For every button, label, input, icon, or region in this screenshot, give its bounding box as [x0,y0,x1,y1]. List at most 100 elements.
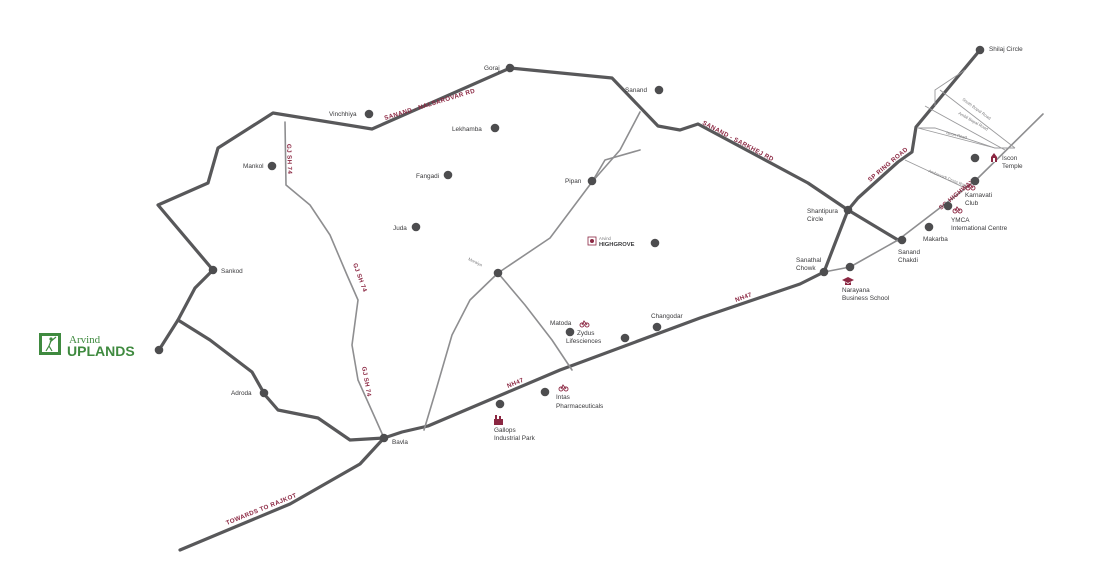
dot-sankod [208,265,218,275]
temple-icon [991,153,997,162]
road-label-sanand-sarkhej: SANAND - SARKHEJ RD [701,120,775,164]
label-iscon-2: Temple [1002,163,1023,170]
highgrove-name: HIGHGROVE [599,242,635,248]
road-label-sanand-nalsarovar: SANAND - NALSAROVAR RD [384,88,477,122]
label-vinchhiya: Vinchhiya [329,111,357,118]
sanand-nalsarovar-road [156,66,900,272]
dot-lekhamba [490,123,500,133]
moraiya-bavla-road [423,272,499,431]
label-makarba: Makarba [923,236,948,243]
dot-adroda [259,388,269,398]
dot-vinchhiya [364,109,374,119]
label-ymca-2: International Centre [951,225,1008,232]
road-label-sp-ring: SP RING ROAD [867,146,910,184]
sankod-bavla-road [157,268,215,352]
label-adroda: Adroda [231,390,252,397]
sg-highway-road [849,113,1044,268]
sanathal-shantipura-road [822,208,850,274]
dot-pipan [587,176,597,186]
moraiya-matoda-road [497,272,573,371]
ambawadi-cross-road [904,159,966,189]
label-narayana-2: Business School [842,295,889,302]
highgrove-top: Arvind [599,236,612,241]
bopal-connector-2 [918,127,1015,149]
dot-fangadi [443,170,453,180]
factory-icon [494,415,503,425]
nh47-road [382,270,826,440]
bopal-connector [934,69,966,106]
dot-narayana [845,262,855,272]
dot-highgrove [650,238,660,248]
place-dots [154,45,985,443]
graduation-cap-icon [842,277,854,285]
label-ymca-1: YMCA [951,217,970,224]
dot-bavla [379,433,389,443]
road-label-ambawadi: Ambawadi Cross Road [928,168,970,189]
dot-karnavati [970,176,980,186]
label-zydus-2: Lifesciences [566,338,601,345]
sp-ring-road [846,48,982,212]
label-karnavati-1: Karnavati [965,192,992,199]
label-sanathal-1: Sanathal [796,257,821,264]
sanand-moraiya-road [497,111,641,274]
road-label-gj-sh74-c: GJ SH 74 [360,366,372,397]
label-gallops-1: Gallops [494,427,516,434]
dot-goraj [505,63,515,73]
label-juda: Juda [393,225,407,232]
dot-intas [540,387,550,397]
highgrove-marker: Arvind HIGHGROVE [587,236,635,248]
narayana-road [823,266,851,273]
dot-moraiya [493,268,503,278]
uplands-adroda-bavla-road [176,318,386,442]
label-matoda: Matoda [550,320,572,327]
dot-gallops [495,399,505,409]
dot-matoda [565,327,575,337]
label-bavla: Bavla [392,439,408,446]
dot-uplands [154,345,164,355]
label-narayana-1: Narayana [842,287,870,294]
pipan-fork-road [591,149,641,183]
label-intas-1: Intas [556,394,570,401]
label-moraiya: Moraiya [468,256,484,267]
karnavati-club-icon [965,183,976,191]
label-shantipura-1: Shantipura [807,208,838,215]
highgrove-logo-dot [590,239,594,243]
dot-sanand-chakdi [897,235,907,245]
road-label-gj-sh74-a: GJ SH 74 [285,144,293,175]
label-shantipura-2: Circle [807,216,824,223]
dot-sanand [654,85,664,95]
uplands-logo: Arvind UPLANDS [39,333,135,359]
label-gallops-2: Industrial Park [494,435,536,442]
label-iscon-1: Iscon [1002,155,1018,162]
label-shilaj: Shilaj Circle [989,46,1023,53]
dot-makarba [924,222,934,232]
uplands-top: Arvind [69,334,101,346]
road-label-rajkot: TOWARDS TO RAJKOT [225,492,298,527]
intas-icon [558,384,569,392]
label-mankol: Mankol [243,163,264,170]
dot-sanathal [819,267,829,277]
label-sanand-chakdi-1: Sanand [898,249,920,256]
label-sanand-chakdi-2: Chakdi [898,257,918,264]
label-sanand: Sanand [625,87,647,94]
dot-ymca [943,201,953,211]
label-karnavati-2: Club [965,200,979,207]
zydus-icon [579,320,590,328]
ymca-icon [952,206,963,214]
dot-mankol [267,161,277,171]
label-goraj: Goraj [484,65,500,72]
label-zydus-1: Zydus [577,330,594,337]
south-bopal-road [939,89,1016,149]
ambli-bopal-road [924,105,1006,151]
label-sanathal-2: Chowk [796,265,816,272]
label-changodar: Changodar [651,313,683,320]
label-fangadi: Fangadi [416,173,439,180]
dot-shantipura [843,205,853,215]
label-pipan: Pipan [565,178,582,185]
uplands-name: UPLANDS [67,343,135,359]
dot-shilaj [975,45,985,55]
iscon-road [917,127,996,149]
dot-zydus [620,333,630,343]
gj-sh74-road [284,121,385,439]
